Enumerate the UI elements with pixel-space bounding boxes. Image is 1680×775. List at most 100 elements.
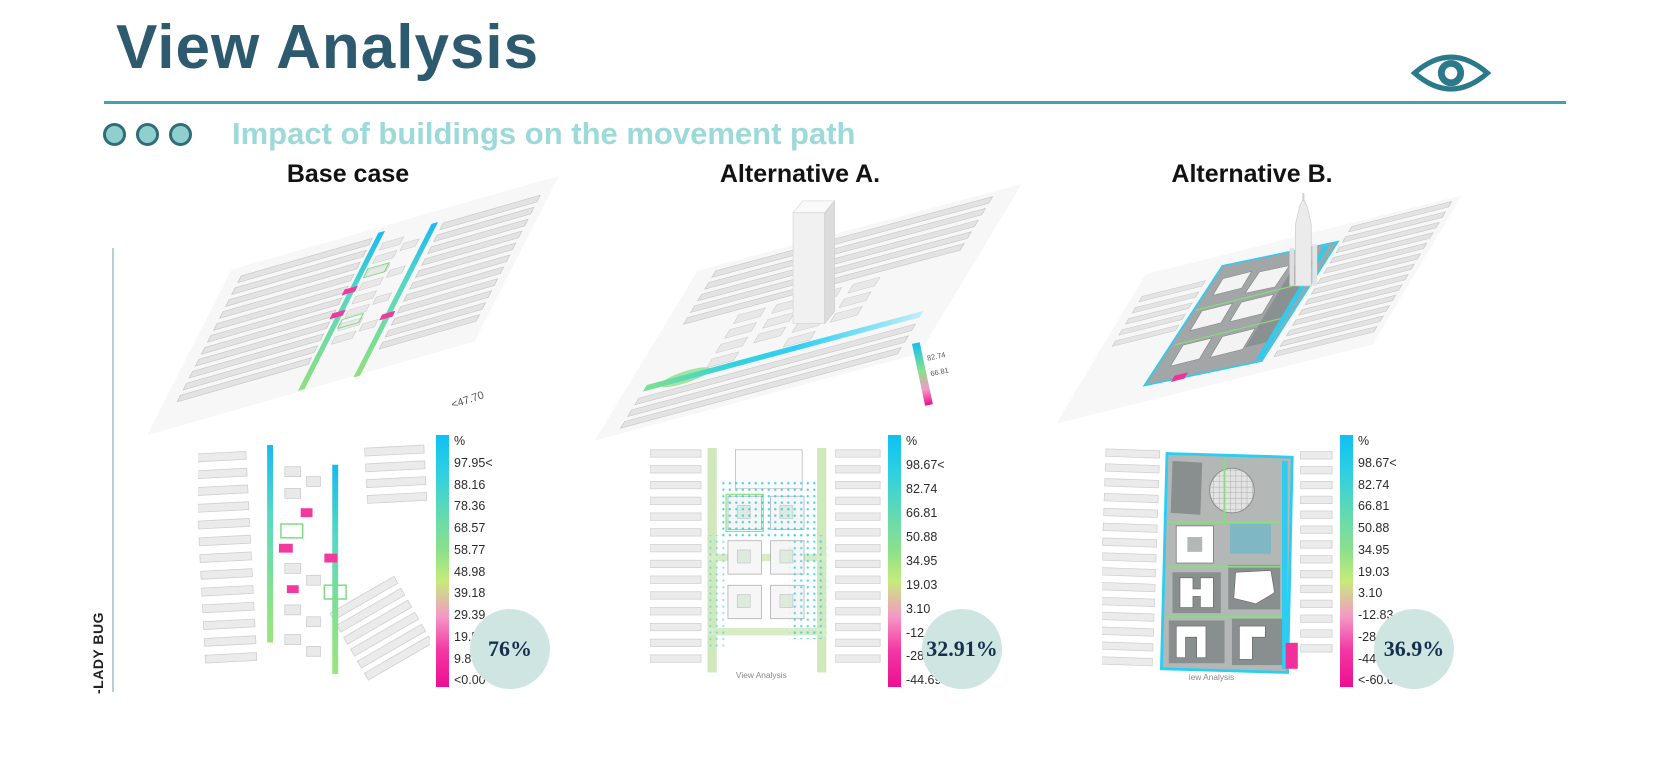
movement-path-strip: [642, 310, 924, 392]
section-subtitle: Impact of buildings on the movement path: [232, 116, 856, 151]
page-title: View Analysis: [116, 13, 540, 82]
base-case-plan-row: % 97.95< 88.16 78.36 68.57 58.77 48.98 3…: [198, 435, 550, 693]
district-buildings: [1170, 265, 1290, 367]
bullet-dot: [136, 123, 159, 146]
legend-value: -44.69: [906, 673, 942, 688]
legend-value: -12.83: [1358, 608, 1394, 623]
bullet-dots: [103, 123, 192, 146]
plan-buildings-right: [1300, 451, 1333, 653]
pink-marker: [1170, 372, 1189, 382]
column-heading: Alternative B.: [1171, 160, 1333, 188]
column-base-case: Base case: [122, 160, 574, 693]
legend-gradient-bar: [888, 435, 901, 687]
legend-value: 82.74: [1358, 477, 1390, 492]
plan-analysis-markers: [278, 508, 347, 600]
legend-value: 50.88: [906, 529, 938, 544]
plan-buildings-bottomright: [329, 575, 430, 681]
pink-marker: [1285, 642, 1298, 669]
legend-values: % 97.95< 88.16 78.36 68.57 58.77 48.98 3…: [454, 435, 498, 687]
legend-value: 58.77: [454, 542, 486, 557]
view-speckle-overlay: [709, 479, 827, 647]
plan-buildings-middle: [284, 466, 321, 657]
legend-value: 98.67<: [906, 457, 945, 472]
buildings-right: [378, 194, 541, 350]
legend-gradient-bar: [1340, 435, 1353, 687]
legend-value: 66.81: [1358, 499, 1390, 514]
result-badge: 36.9%: [1374, 609, 1454, 689]
alternative-b-3d-view: [1052, 191, 1462, 433]
legend-value: 19.03: [1358, 564, 1390, 579]
base-case-3d-view: <47.70: [147, 175, 559, 436]
legend-alternative-b: % 98.67< 82.74 66.81 50.88 34.95 19.03 3…: [1340, 435, 1402, 687]
alternative-a-3d-view: 82.74 66.81: [594, 183, 1022, 441]
legend-value: 66.81: [906, 505, 938, 520]
alt-a-3d-scene: [594, 183, 1022, 441]
column-heading: Alternative A.: [719, 160, 881, 188]
legend-value: 34.95: [1358, 542, 1390, 557]
legend-value: 3.10: [1358, 586, 1383, 601]
plan-buildings-left: [198, 450, 258, 664]
column-alternative-a: Alternative A.: [574, 160, 1026, 693]
legend-value: 88.16: [454, 477, 486, 492]
buildings-left: [1111, 280, 1206, 347]
alt-b-3d-scene: [1056, 195, 1462, 424]
legend-value: 29.39: [454, 608, 486, 623]
plan-buildings-topright: [364, 444, 428, 504]
eye-icon: [1410, 48, 1492, 100]
alternative-b-plan-row: iew Analysis % 98.67< 82.74 66.81 50.88 …: [1102, 435, 1454, 693]
movement-path-strip: [267, 445, 274, 643]
legend-base-case: % 97.95< 88.16 78.36 68.57 58.77 48.98 3…: [436, 435, 498, 687]
bullet-dot: [169, 123, 192, 146]
legend-value: 82.74: [906, 481, 938, 496]
legend-value: 50.88: [1358, 521, 1390, 536]
comparison-columns: Base case: [122, 160, 1522, 693]
plan-buildings-right: [835, 449, 881, 663]
base-case-plan-view: [198, 435, 430, 691]
result-badge: 76%: [470, 609, 550, 689]
buildings-back: [682, 196, 994, 325]
legend-value: 19.03: [906, 577, 938, 592]
column-heading: Base case: [286, 160, 410, 188]
legend-value: 98.67<: [1358, 455, 1397, 470]
green-street-lines: [1174, 281, 1310, 346]
buildings-left: [176, 237, 373, 403]
movement-path-strip: [332, 464, 339, 675]
legend-unit: %: [1358, 434, 1370, 448]
mini-legend-value: 66.81: [930, 366, 950, 379]
legend-unit: %: [906, 434, 918, 448]
legend-value: 39.18: [454, 586, 486, 601]
legend-value: 78.36: [454, 499, 486, 514]
legend-values: % 98.67< 82.74 66.81 50.88 34.95 19.03 3…: [1358, 435, 1402, 687]
legend-value: <0.00: [454, 673, 486, 688]
legend-value: 3.10: [906, 601, 931, 616]
column-alternative-b: Alternative B.: [1026, 160, 1478, 693]
plan-caption: View Analysis: [736, 670, 787, 680]
legend-value: 34.95: [906, 553, 938, 568]
alternative-a-plan-row: View Analysis % 98.67< 82.74 66.81 50.88…: [650, 434, 1002, 693]
alternative-a-plan-view: View Analysis: [650, 435, 882, 691]
result-badge: 32.91%: [922, 609, 1002, 689]
buildings-front: [619, 323, 917, 429]
district-content: [1165, 457, 1288, 669]
spire-tower: [1289, 192, 1318, 287]
side-label: -LADY BUG: [90, 611, 106, 694]
base-3d-axis-label: <47.70: [450, 389, 486, 411]
mini-legend-value: 82.74: [926, 350, 946, 363]
legend-gradient-bar: [436, 435, 449, 687]
tower: [792, 199, 836, 325]
buildings-right: [1273, 201, 1453, 358]
bullet-dot: [103, 123, 126, 146]
legend-value: 68.57: [454, 521, 486, 536]
base-3d-scene: [147, 175, 559, 436]
mini-legend: 82.74 66.81: [911, 342, 950, 406]
legend-value: 97.95<: [454, 455, 493, 470]
buildings-middle: [330, 236, 420, 345]
plan-caption: iew Analysis: [1189, 672, 1234, 682]
legend-value: 48.98: [454, 564, 486, 579]
alternative-b-plan-view: iew Analysis: [1102, 435, 1334, 691]
movement-path-strip: [353, 221, 439, 378]
plan-buildings-left: [650, 449, 702, 663]
title-divider: [104, 101, 1566, 104]
plan-buildings-left: [1102, 448, 1161, 667]
